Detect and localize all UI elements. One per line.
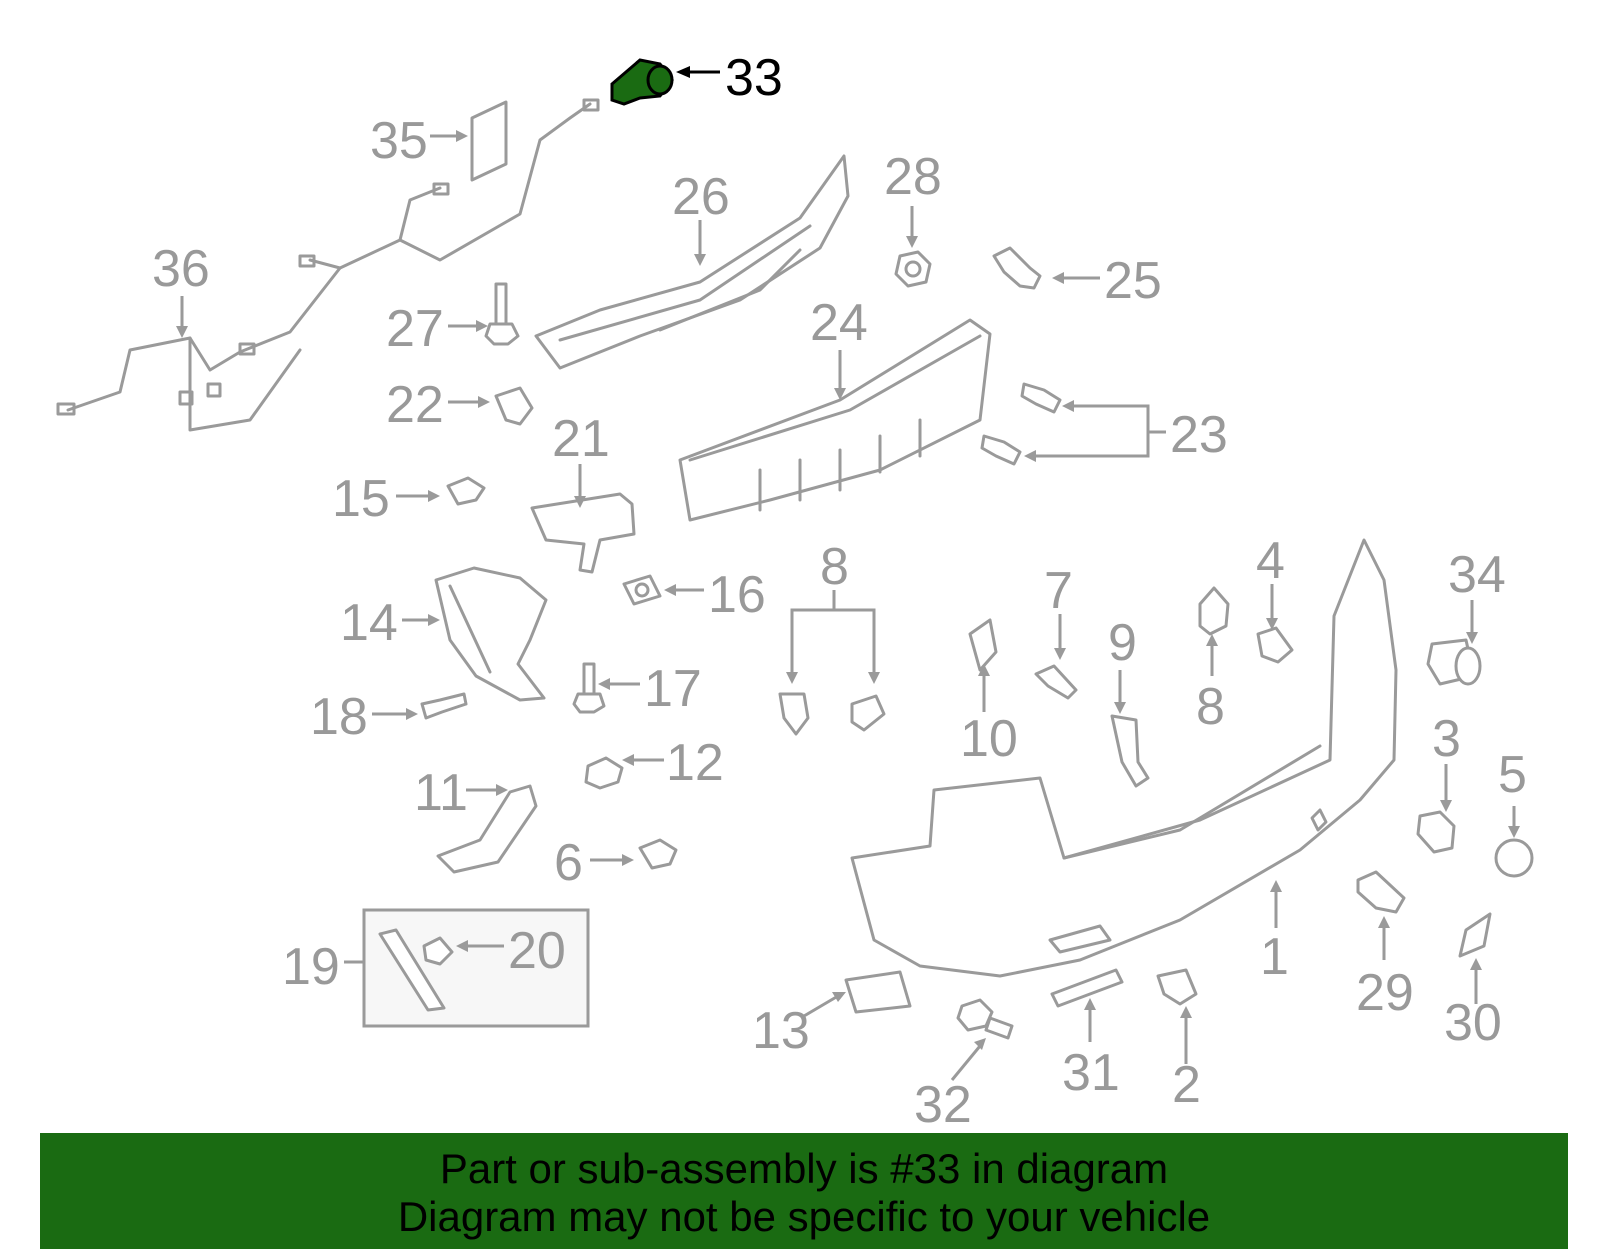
part-30-cover xyxy=(1458,912,1492,1004)
part-9-strip xyxy=(1110,670,1150,788)
label-7: 7 xyxy=(1044,562,1073,620)
label-8b: 8 xyxy=(1196,678,1225,736)
part-25-clip xyxy=(992,246,1100,290)
part-31-reflector xyxy=(1050,968,1124,1042)
part-11-bracket xyxy=(436,784,538,874)
part-16-clip xyxy=(622,574,704,606)
part-14-splash-shield xyxy=(402,566,548,702)
part-3-holder xyxy=(1416,764,1456,854)
label-34: 34 xyxy=(1448,546,1506,604)
label-15: 15 xyxy=(332,470,390,528)
label-24: 24 xyxy=(810,294,868,352)
label-17: 17 xyxy=(644,660,702,718)
label-19: 19 xyxy=(282,938,340,996)
label-6: 6 xyxy=(554,834,583,892)
label-26: 26 xyxy=(672,168,730,226)
label-35: 35 xyxy=(370,112,428,170)
label-29: 29 xyxy=(1356,964,1414,1022)
label-18: 18 xyxy=(310,688,368,746)
part-32-bolt xyxy=(950,998,1014,1081)
label-8a: 8 xyxy=(820,538,849,596)
label-2: 2 xyxy=(1172,1056,1201,1114)
label-33: 33 xyxy=(725,49,783,107)
part-36-wiring-harness xyxy=(56,98,600,432)
part-34-retainer xyxy=(1426,600,1482,686)
part-12-clip xyxy=(584,754,664,790)
label-10: 10 xyxy=(960,710,1018,768)
exploded-parts-diagram: 33 35 36 26 28 xyxy=(56,49,1534,1133)
part-5-cap xyxy=(1494,806,1534,878)
part-26-reinforcement xyxy=(534,154,850,370)
info-banner: Part or sub-assembly is #33 in diagram D… xyxy=(40,1133,1568,1249)
label-11: 11 xyxy=(414,764,468,822)
label-21: 21 xyxy=(552,410,610,468)
label-31: 31 xyxy=(1062,1044,1120,1102)
label-36: 36 xyxy=(152,240,210,298)
label-4: 4 xyxy=(1256,532,1285,590)
part-4-grommet xyxy=(1256,584,1294,664)
part-23-bolts xyxy=(980,382,1166,466)
label-9: 9 xyxy=(1108,614,1137,672)
part-1-bumper-cover xyxy=(850,538,1398,978)
part-21-bracket xyxy=(530,464,636,574)
label-13: 13 xyxy=(752,1002,810,1060)
part-8-clip-single xyxy=(1198,586,1230,676)
part-13-plate xyxy=(803,970,912,1018)
label-14: 14 xyxy=(340,594,398,652)
label-25: 25 xyxy=(1104,252,1162,310)
label-20: 20 xyxy=(508,922,566,980)
label-32: 32 xyxy=(914,1076,972,1133)
part-6-clip xyxy=(590,838,678,870)
banner-line-2: Diagram may not be specific to your vehi… xyxy=(397,1193,1211,1240)
label-1: 1 xyxy=(1260,928,1289,986)
part-28-nut xyxy=(894,206,932,288)
part-29-fastener xyxy=(1356,870,1406,960)
part-10-bracket xyxy=(968,618,998,712)
label-22: 22 xyxy=(386,376,444,434)
part-24-absorber xyxy=(678,318,992,522)
part-27-bolt xyxy=(448,282,520,346)
part-18-screw xyxy=(372,692,468,720)
part-2-clip xyxy=(1156,968,1198,1064)
label-27: 27 xyxy=(386,300,444,358)
part-19-kit-box xyxy=(344,908,590,1028)
label-3: 3 xyxy=(1432,710,1461,768)
part-7-bolt xyxy=(1034,614,1078,700)
part-15-clip xyxy=(396,476,486,506)
label-23: 23 xyxy=(1170,406,1228,464)
label-12: 12 xyxy=(666,734,724,792)
part-17-bolt xyxy=(572,662,640,714)
part-35-tag xyxy=(430,100,508,182)
label-28: 28 xyxy=(884,148,942,206)
label-16: 16 xyxy=(708,566,766,624)
part-33-sensor[interactable] xyxy=(610,58,720,106)
part-8-clips xyxy=(778,590,886,736)
part-22-plug xyxy=(448,386,534,426)
label-30: 30 xyxy=(1444,994,1502,1052)
banner-line-1: Part or sub-assembly is #33 in diagram xyxy=(439,1145,1169,1192)
label-5: 5 xyxy=(1498,746,1527,804)
